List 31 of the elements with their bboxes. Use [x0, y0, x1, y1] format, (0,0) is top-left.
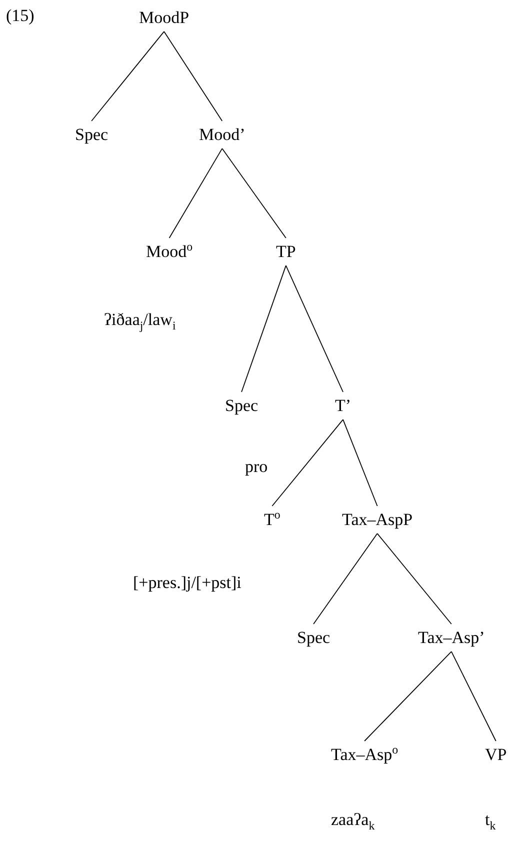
- node-label: VP: [485, 745, 507, 764]
- lexical-item: t$_{k}$: [485, 810, 496, 830]
- branch-line: [241, 265, 286, 392]
- node-label: Mood’: [199, 125, 246, 144]
- node-label: Tax–Asp$^{o}$: [331, 745, 398, 764]
- example-number: (15): [6, 6, 34, 26]
- branch-line: [342, 419, 378, 506]
- lexical-item: ʔiðaa$_{j}$/law$_{i}$: [104, 310, 176, 330]
- node-label: TP: [276, 242, 296, 261]
- node-label: T$^{o}$: [264, 510, 280, 529]
- node-label: Spec: [297, 628, 330, 647]
- lexical-item: pro: [245, 457, 268, 477]
- lexical-item: [+pres.]j/[+pst]i: [133, 573, 242, 593]
- branch-line: [91, 31, 164, 122]
- node-label: Tax–Asp’: [418, 628, 485, 647]
- branch-line: [364, 651, 452, 742]
- node-label: Spec: [75, 125, 108, 144]
- branch-line: [376, 533, 452, 624]
- node-label: T’: [335, 396, 352, 415]
- branch-line: [222, 148, 286, 238]
- branch-line: [285, 265, 344, 392]
- branch-line: [164, 31, 223, 122]
- branch-line: [272, 419, 344, 506]
- branch-line: [450, 651, 496, 742]
- branch-line: [313, 533, 378, 624]
- node-label: MoodP: [139, 8, 190, 27]
- node-label: Mood$^{o}$: [146, 242, 193, 261]
- node-label: Tax–AspP: [342, 510, 413, 529]
- lexical-item: zaaʔa$_{k}$: [331, 810, 375, 830]
- branch-line: [168, 148, 223, 238]
- node-label: Spec: [225, 396, 258, 415]
